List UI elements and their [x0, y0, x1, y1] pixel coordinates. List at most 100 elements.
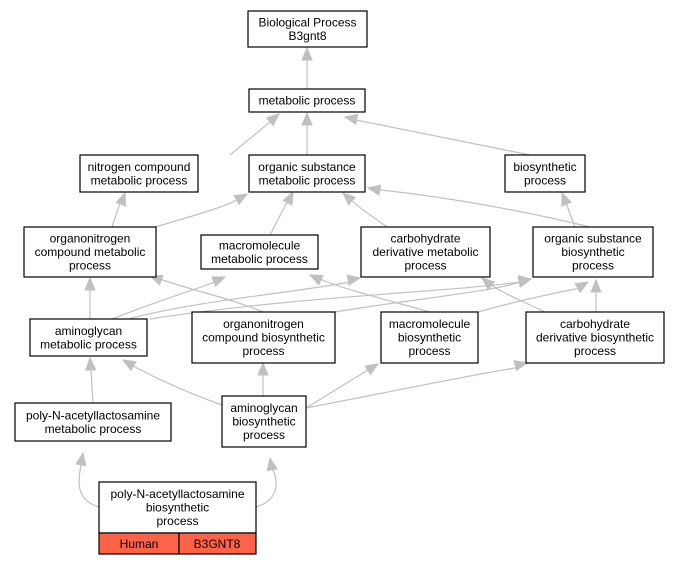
edge-line [379, 189, 591, 228]
arrowhead [265, 113, 280, 127]
arrowhead [308, 274, 324, 286]
arrowhead [121, 359, 137, 372]
node-box [248, 154, 366, 193]
node-box [532, 226, 654, 278]
arrowhead [75, 451, 87, 467]
arrowhead [481, 277, 496, 291]
node-box [248, 88, 366, 113]
arrowhead [517, 276, 533, 288]
node-box [191, 311, 336, 364]
arrowhead [266, 456, 278, 472]
arrowhead [301, 46, 313, 61]
edge-line [565, 202, 576, 228]
arrowhead [590, 278, 602, 293]
edge-line [127, 281, 351, 320]
edge-line [111, 202, 121, 228]
annotation-row: Human B3GNT8 [98, 532, 257, 555]
arrowhead [211, 276, 227, 288]
edge-line [154, 198, 239, 228]
arrowhead [342, 192, 357, 206]
edge-line [229, 121, 271, 156]
edge-line [334, 281, 521, 313]
arrowhead [343, 113, 359, 126]
edge-line [90, 369, 94, 404]
edges [75, 46, 602, 508]
edge-line [319, 278, 431, 313]
arrowhead [115, 191, 127, 207]
node-label: metabolic process [259, 94, 356, 108]
edge-line [78, 464, 100, 508]
gene-cell [178, 532, 257, 555]
node-metabolic-process: metabolic process [248, 88, 366, 113]
gene-label: B3GNT8 [194, 537, 241, 551]
arrowhead [257, 361, 269, 376]
edge-line [355, 119, 531, 156]
edge-line [305, 367, 516, 409]
edge-line [255, 469, 277, 508]
node-box [525, 311, 665, 364]
arrowhead [561, 191, 573, 207]
arrowhead [84, 356, 97, 371]
node-box [504, 154, 586, 193]
edge-line [305, 369, 369, 409]
arrowhead [513, 359, 529, 372]
node-box [79, 154, 199, 193]
node-box [380, 311, 479, 364]
arrowhead [346, 274, 362, 286]
arrowhead [84, 276, 96, 291]
edge-line [159, 278, 264, 313]
node-box [221, 395, 307, 448]
arrowhead [364, 363, 380, 376]
edge-line [111, 281, 216, 320]
arrowhead [366, 184, 382, 196]
node-box [98, 481, 257, 534]
edge-line [489, 283, 546, 313]
node-box [360, 226, 491, 278]
species-label: Human [120, 537, 159, 551]
edge-line [477, 287, 581, 313]
arrowhead [233, 193, 249, 206]
arrowhead [574, 281, 590, 294]
node-box [14, 402, 172, 442]
edge-line [351, 200, 388, 228]
node-box [23, 226, 157, 278]
arrowhead [301, 111, 313, 126]
node-box [29, 318, 148, 357]
node-box [200, 234, 319, 270]
edge-line [269, 201, 288, 236]
node-box [247, 10, 368, 48]
edge-line [132, 365, 223, 406]
